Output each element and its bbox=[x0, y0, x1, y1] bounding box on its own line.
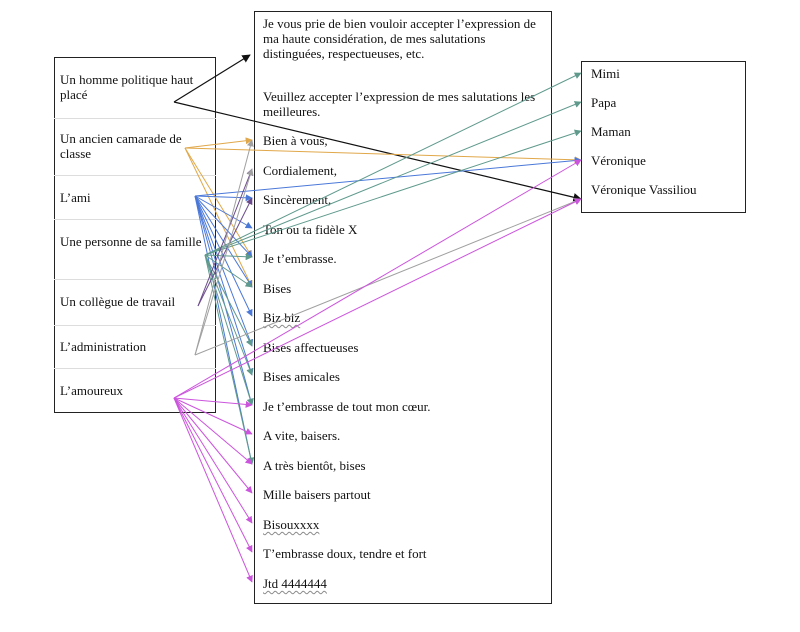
closing-item: Bien à vous, bbox=[263, 133, 328, 148]
closing-item: Ton ou ta fidèle X bbox=[263, 222, 358, 237]
closing-item: Biz biz bbox=[263, 310, 301, 325]
closing-formal-paragraph: Je vous prie de bien vouloir accepter l’… bbox=[263, 16, 536, 61]
closing-item: Bisouxxxx bbox=[263, 517, 320, 532]
closing-item: Bises affectueuses bbox=[263, 340, 359, 355]
closing-item: Cordialement, bbox=[263, 163, 338, 178]
signatures-box bbox=[581, 61, 746, 213]
divider bbox=[54, 118, 216, 119]
divider bbox=[54, 219, 216, 220]
recipient-politician: Un homme politique haut placé bbox=[60, 72, 194, 102]
connection-arrow bbox=[173, 397, 253, 524]
divider bbox=[54, 175, 216, 176]
closing-item: A très bientôt, bises bbox=[263, 458, 366, 473]
closing-item: Sincèrement, bbox=[263, 192, 332, 207]
signature-item: Véronique bbox=[591, 153, 646, 168]
recipient-colleague: Un collègue de travail bbox=[60, 294, 176, 309]
divider bbox=[54, 368, 216, 369]
signature-item: Maman bbox=[591, 124, 631, 139]
recipient-administration: L’administration bbox=[60, 339, 147, 354]
closing-polite-paragraph: Veuillez accepter l’expression de mes sa… bbox=[263, 89, 536, 119]
closing-item: Bises amicales bbox=[263, 369, 340, 384]
closing-item: A vite, baisers. bbox=[263, 428, 341, 443]
signature-item: Mimi bbox=[591, 66, 620, 81]
signature-item: Véronique Vassiliou bbox=[591, 182, 697, 197]
divider bbox=[54, 325, 216, 326]
recipient-family: Une personne de sa famille bbox=[60, 234, 202, 249]
signature-item: Papa bbox=[591, 95, 617, 110]
divider bbox=[54, 279, 216, 280]
connection-arrow bbox=[173, 397, 253, 583]
connection-arrow bbox=[173, 397, 253, 553]
recipient-lover: L’amoureux bbox=[60, 383, 124, 398]
closing-item: Je t’embrasse. bbox=[263, 251, 337, 266]
recipient-classmate: Un ancien camarade de classe bbox=[60, 131, 182, 161]
closing-item: Jtd 4444444 bbox=[263, 576, 327, 591]
closing-item: Mille baisers partout bbox=[263, 487, 371, 502]
closing-item: Je t’embrasse de tout mon cœur. bbox=[263, 399, 431, 414]
recipient-friend: L’ami bbox=[60, 190, 91, 205]
closing-item: T’embrasse doux, tendre et fort bbox=[263, 546, 427, 561]
closing-item: Bises bbox=[263, 281, 292, 296]
